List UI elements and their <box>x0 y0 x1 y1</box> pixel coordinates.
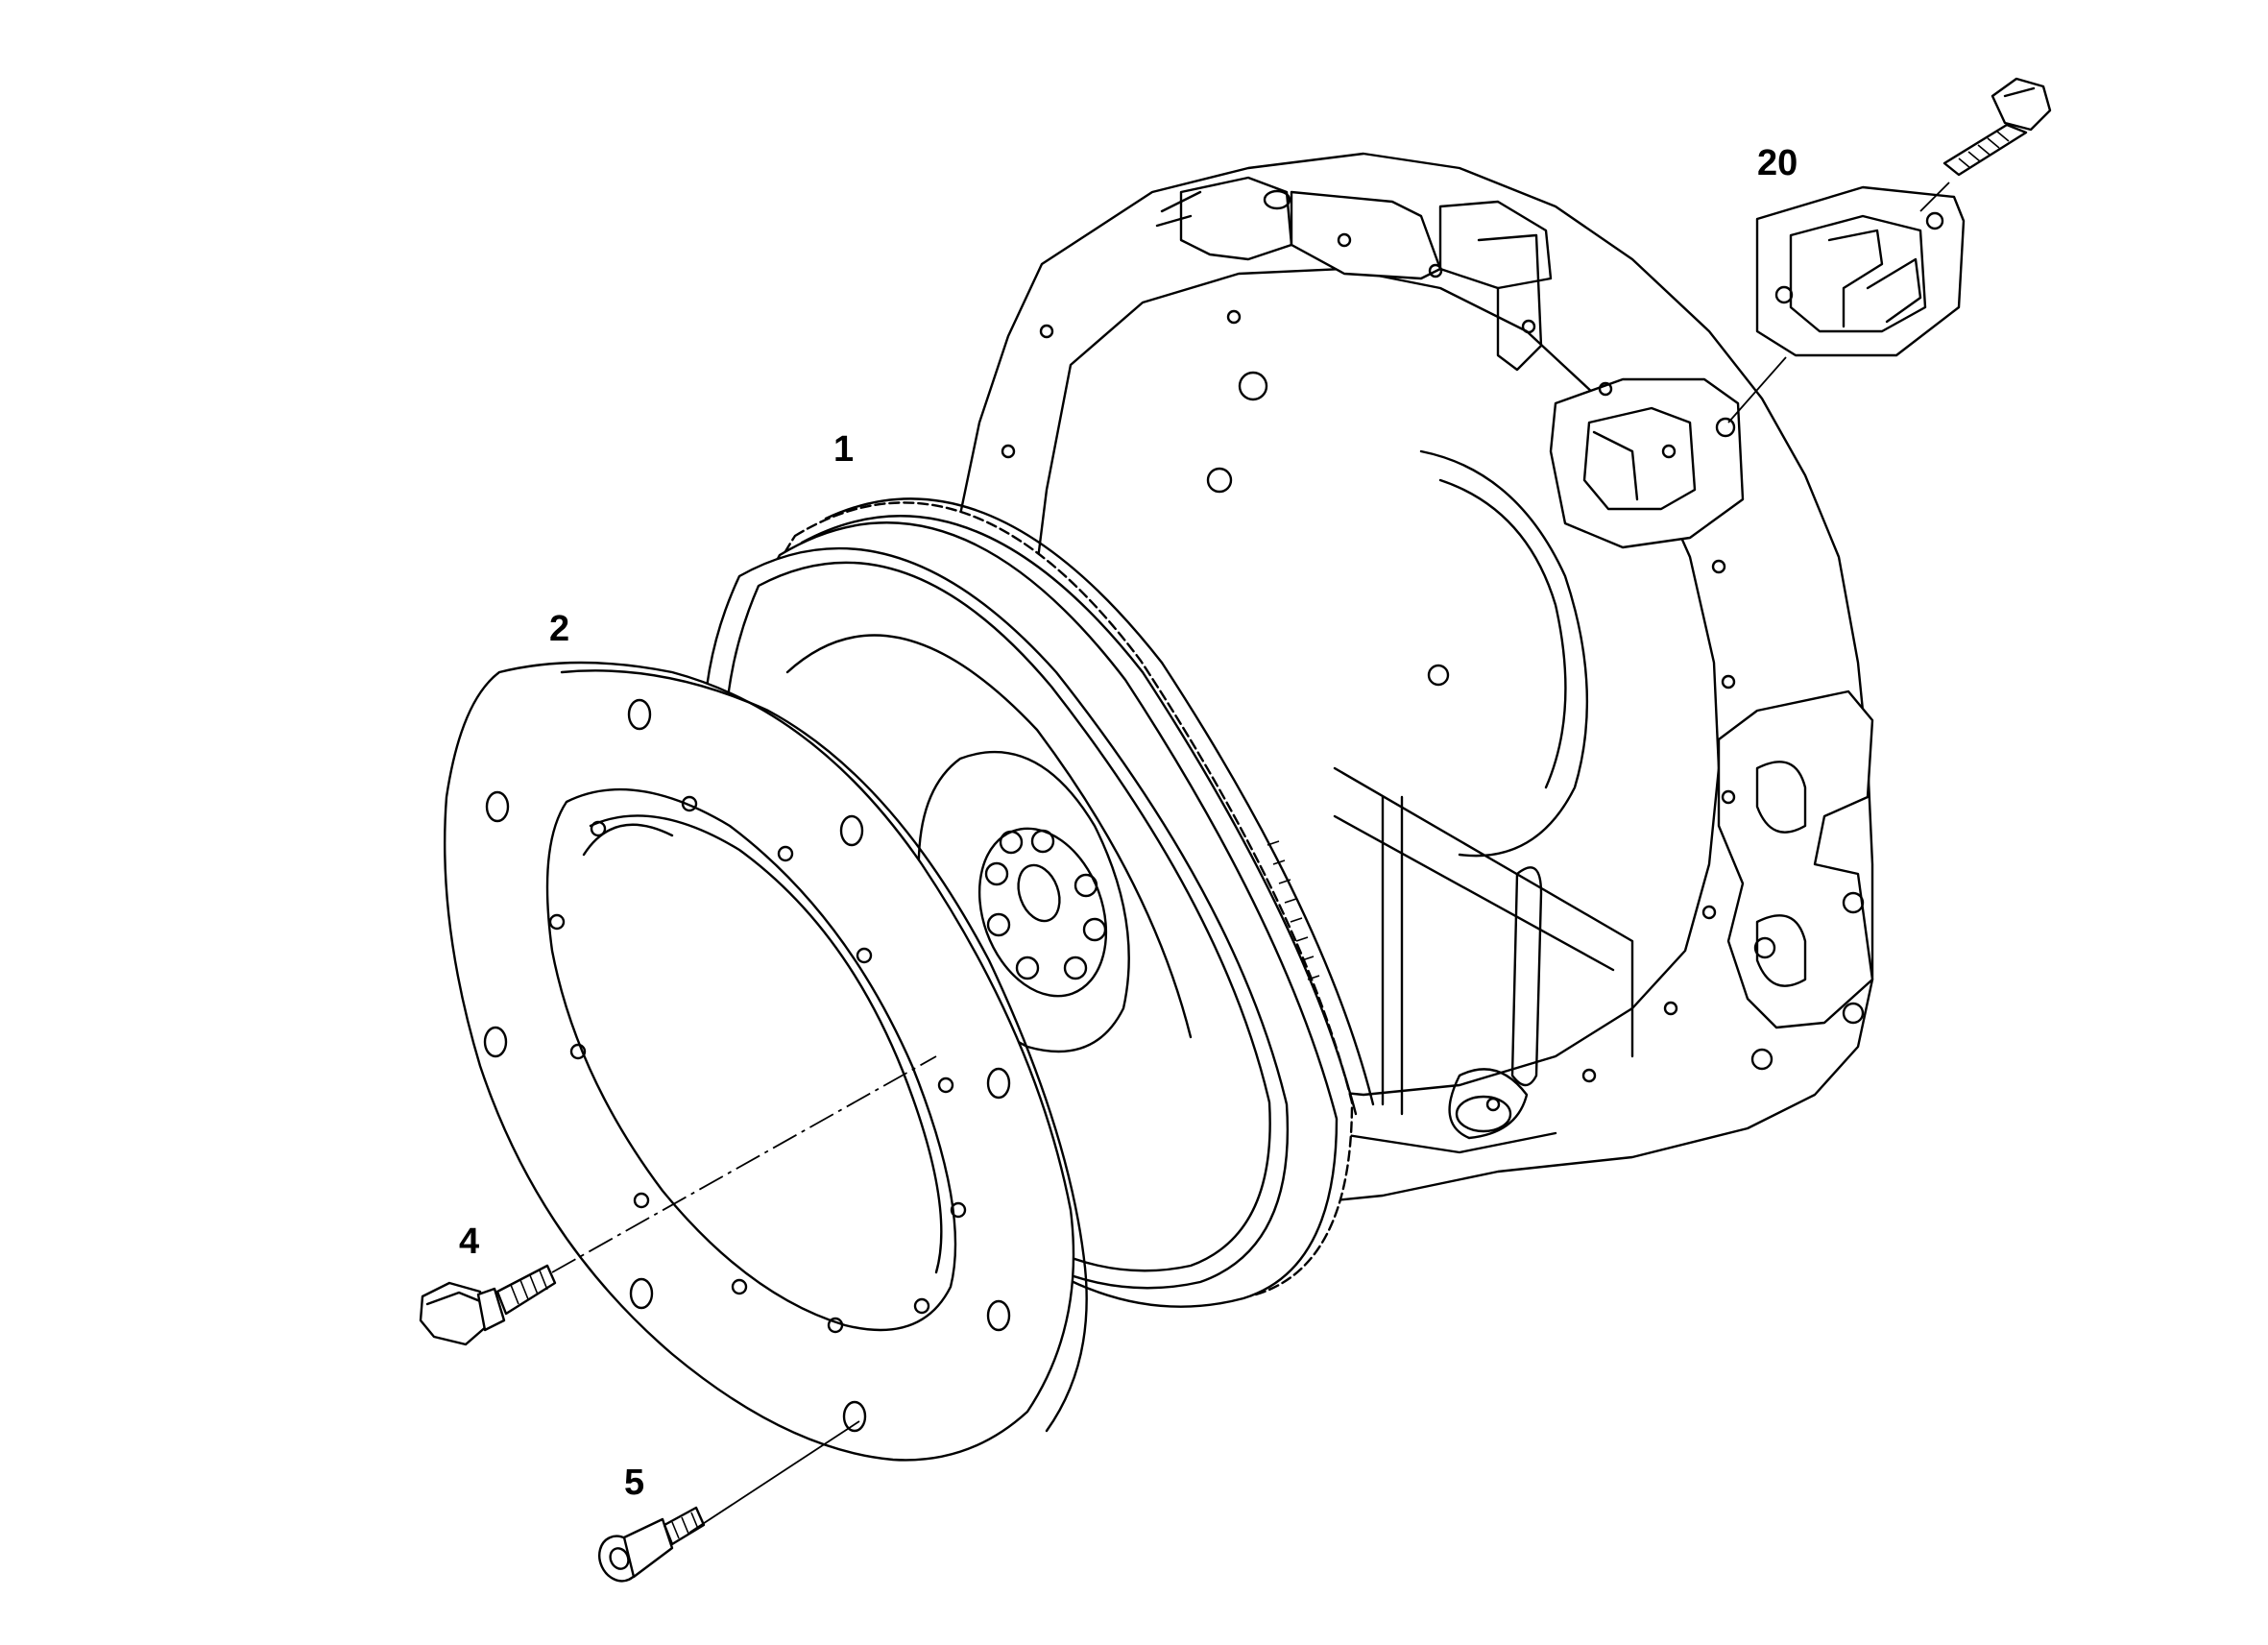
callout-20: 20 <box>1757 143 1798 183</box>
callout-1: 1 <box>833 429 854 470</box>
socket-screw <box>598 1506 706 1583</box>
callout-2: 2 <box>549 609 569 649</box>
cover-plate <box>1755 185 1966 357</box>
callout-5: 5 <box>624 1463 644 1503</box>
adapter-ring <box>443 661 1088 1462</box>
cover-bolt <box>1942 77 2052 177</box>
flange-bolt <box>419 1264 557 1346</box>
leader-lines <box>551 181 1950 1534</box>
callout-4: 4 <box>459 1222 479 1262</box>
